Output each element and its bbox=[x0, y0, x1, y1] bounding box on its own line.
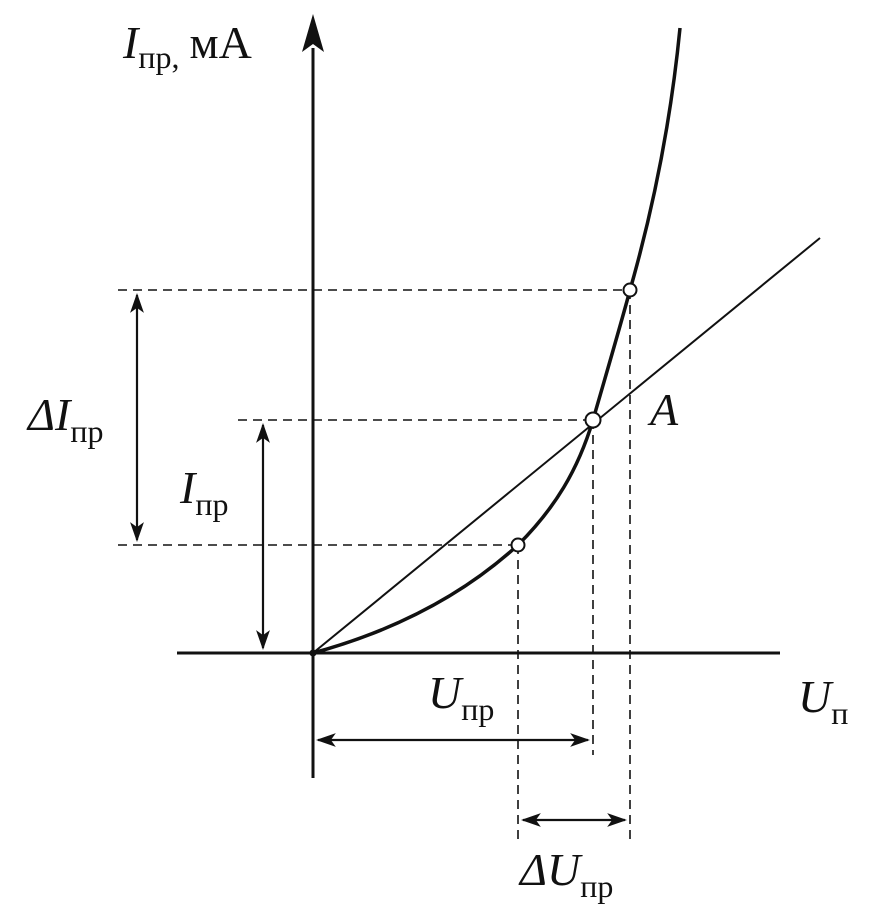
u-label: Uпр bbox=[428, 667, 494, 727]
point-upper bbox=[622, 282, 638, 298]
point-a-label: A bbox=[647, 384, 679, 435]
point-lower bbox=[510, 537, 526, 553]
y-axis-arrow bbox=[302, 14, 324, 52]
i-label: Iпр bbox=[179, 462, 228, 522]
x-axis-label: Uп bbox=[798, 671, 848, 731]
delta-u-label: ΔUпр bbox=[518, 844, 613, 904]
iv-curve bbox=[312, 27, 682, 655]
delta-i-label: ΔIпр bbox=[26, 389, 103, 449]
secant-line bbox=[312, 237, 821, 654]
y-axis-label: Iпр,мА bbox=[122, 17, 252, 75]
origin-dot bbox=[309, 649, 317, 657]
point-a bbox=[584, 411, 602, 429]
dashed-guides bbox=[118, 289, 631, 840]
